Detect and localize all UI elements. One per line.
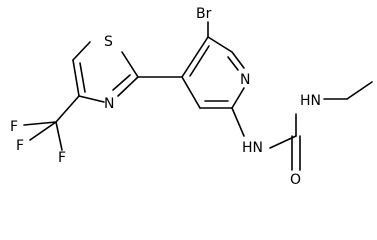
atom-f1: F [10,119,18,135]
atom-f2: F [58,150,66,166]
bond-c4-c5 [181,36,209,78]
bond-c4t-cf3 [55,95,80,123]
atom-br: Br [196,6,212,22]
bond-ethyl-c1-c2 [346,81,373,100]
bond-n1-c2 [231,87,245,109]
bond-cf3-f1 [23,121,57,126]
bond-n3t-c2t [117,76,139,97]
structure-drawing: Br S N N HN HN O F F F [10,6,373,188]
atom-n-pyridine: N [240,72,250,88]
bond-c5t-c4t-inner [79,62,86,93]
atom-s: S [104,34,113,50]
atom-nh-ethyl: HN [300,93,321,109]
bond-n1-c6-inner [227,56,239,71]
atom-o: O [290,172,301,188]
bond-cf3-f2 [55,121,63,151]
bond-c3-c4 [181,76,201,109]
bond-s-c5t [72,41,91,61]
atom-f3: F [16,138,24,154]
bond-n3t-c2t-inner [112,74,131,91]
atom-nh-aryl: HN [242,140,263,156]
bond-c4t-n3t [78,95,105,103]
molecule-diagram: Br S N N HN HN O F F F [10,6,373,188]
bond-c5-c6 [207,36,233,53]
bond-c2-nh [231,107,245,137]
bond-c6-n1 [231,51,245,69]
bond-c2t-s [121,51,139,78]
bond-c4-c5-inner [189,45,210,77]
bond-cf3-f3 [29,121,57,141]
atom-n-thiazole: N [104,96,114,112]
bond-c5t-c4t [72,59,80,97]
